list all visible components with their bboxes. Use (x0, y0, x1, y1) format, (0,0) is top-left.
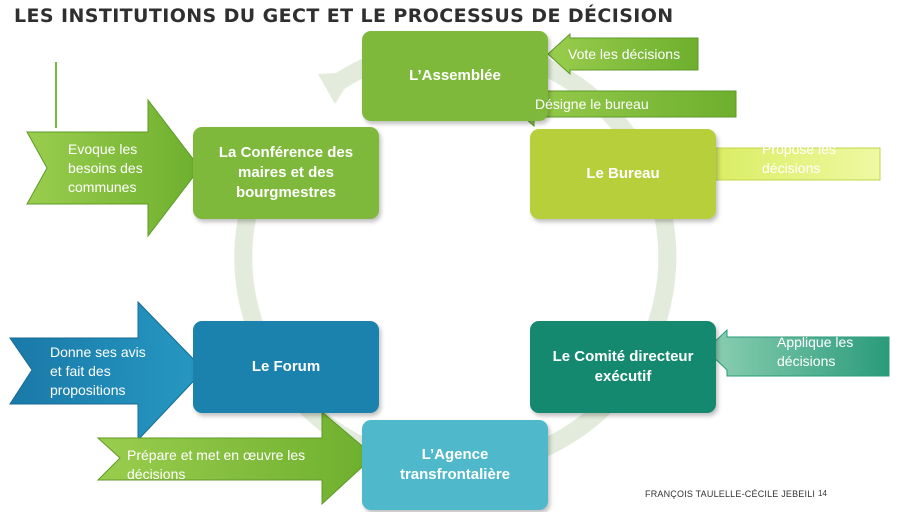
node-assemblee-label: L’Assemblée (409, 67, 501, 84)
node-comite: Le Comité directeur exécutif (530, 321, 716, 413)
arrow-applique-label: Applique les décisions (777, 334, 854, 369)
arrow-donne-label: Donne ses avis et fait des propositions (50, 344, 146, 398)
node-agence-label: L’Agence transfrontalière (399, 446, 511, 483)
arrow-vote-shape (547, 32, 699, 76)
arrow-designe-label: Désigne le bureau (535, 96, 649, 112)
arrow-prepare-label: Prépare et met en œuvre les décisions (127, 447, 306, 482)
node-forum: Le Forum (193, 321, 379, 413)
footer-authors: FRANÇOIS TAULELLE-CÉCILE JEBEILI (645, 489, 816, 499)
arrow-prepare-shape (96, 410, 375, 506)
arrow-evoque-label: Evoque les besoins des communes (68, 141, 143, 195)
page-number: 14 (818, 489, 827, 498)
cycle-arrowhead (318, 72, 355, 104)
node-comite-label: Le Comité directeur exécutif (552, 348, 694, 385)
node-agence: L’Agence transfrontalière (362, 420, 548, 510)
arrow-applique-shape (705, 328, 890, 377)
node-assemblee: L’Assemblée (362, 31, 548, 121)
node-conference: La Conférence des maires et des bourgmes… (193, 127, 379, 219)
arrow-vote-label: Vote les décisions (568, 46, 681, 62)
node-conference-label: La Conférence des maires et des bourgmes… (218, 144, 354, 201)
node-bureau-label: Le Bureau (586, 165, 660, 182)
slide-title: LES INSTITUTIONS DU GECT ET LE PROCESSUS… (14, 5, 674, 27)
node-forum-label: Le Forum (251, 358, 321, 375)
arrow-propose-label: Propose les décisions (762, 141, 836, 176)
node-bureau: Le Bureau (530, 129, 716, 219)
arrow-evoque-shape (26, 98, 201, 238)
